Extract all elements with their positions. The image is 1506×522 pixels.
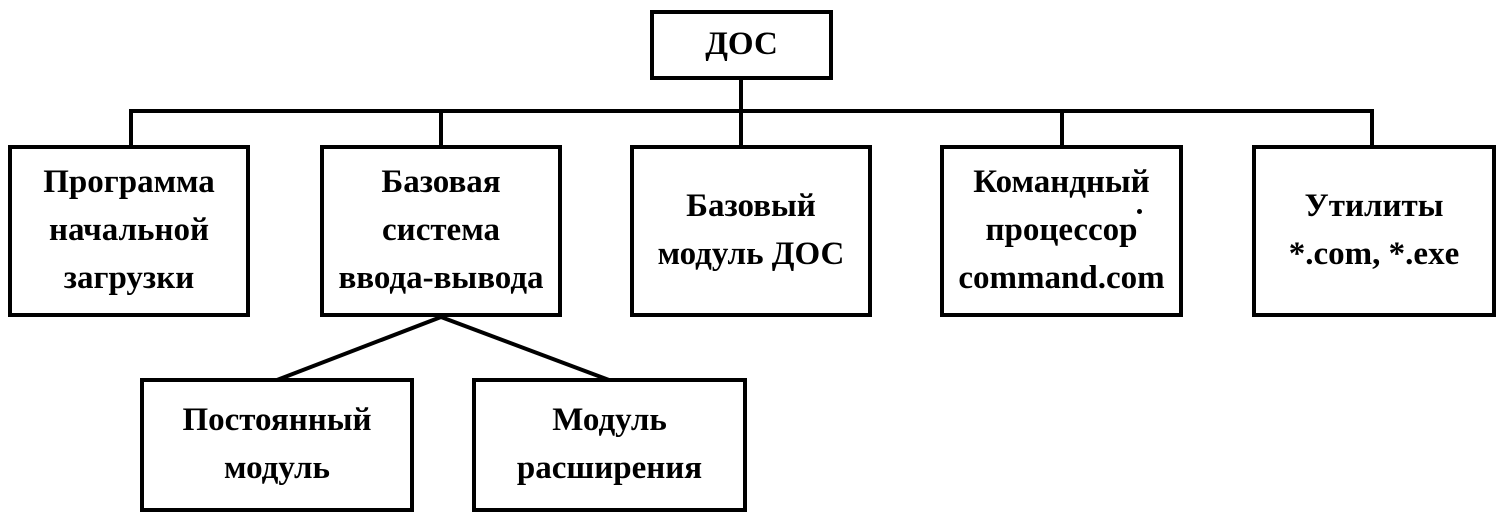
node-label-line: ДОС bbox=[705, 26, 778, 63]
node-label-line: Командный bbox=[973, 164, 1150, 201]
node-resident-module: Постоянный модуль bbox=[140, 378, 414, 512]
node-label-line: ввода-вывода bbox=[338, 259, 544, 296]
node-label-line: command.com bbox=[958, 259, 1165, 296]
node-utilities: Утилиты *.com, *.exe bbox=[1252, 145, 1496, 317]
node-label-line: расширения bbox=[516, 450, 703, 486]
node-label-line: Базовый bbox=[686, 188, 816, 225]
node-label-line: система bbox=[382, 212, 500, 249]
node-label-line: Программа bbox=[43, 164, 215, 201]
node-label-line: процессор bbox=[985, 212, 1138, 249]
node-label-line: загрузки bbox=[63, 259, 195, 296]
node-label-line: Базовая bbox=[381, 164, 501, 201]
connector-diag-1 bbox=[276, 315, 442, 382]
node-label-line: модуль bbox=[224, 450, 330, 486]
node-extension-module: Модуль расширения bbox=[472, 378, 747, 512]
node-label-line: *.com, *.exe bbox=[1288, 236, 1460, 272]
node-label-line: Модуль bbox=[552, 402, 667, 439]
node-bios: Базовая система ввода-вывода bbox=[320, 145, 562, 317]
node-dos-base-module: Базовый модуль ДОС bbox=[630, 145, 872, 317]
node-label-line: модуль ДОС bbox=[657, 236, 845, 272]
node-dos-root: ДОС bbox=[650, 10, 833, 80]
stray-dot-mark bbox=[1137, 209, 1142, 214]
node-label-line: Постоянный bbox=[182, 402, 372, 439]
node-label-line: начальной bbox=[48, 212, 210, 249]
node-label-line: Утилиты bbox=[1304, 188, 1444, 225]
node-bootloader: Программа начальной загрузки bbox=[8, 145, 250, 317]
node-command-processor: Командный процессор command.com bbox=[940, 145, 1183, 317]
connector-diag-2 bbox=[440, 315, 610, 382]
